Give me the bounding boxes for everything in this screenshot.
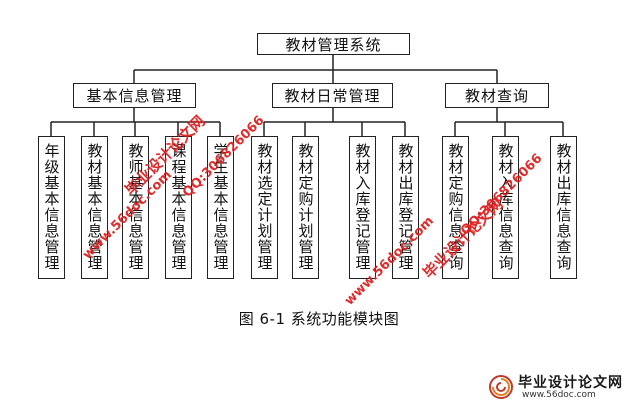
root-node-label: 教材管理系统 xyxy=(285,35,382,54)
leaf-node-purchase-query: 教材定购信息查询 xyxy=(442,136,469,279)
category-label: 教材查询 xyxy=(464,87,529,105)
leaf-node-stock-out-query: 教材出库信息查询 xyxy=(550,136,577,279)
leaf-node-textbook-info: 教材基本信息管理 xyxy=(81,136,108,279)
leaf-label: 教材定购计划管理 xyxy=(296,143,315,271)
category-node-basic-info: 基本信息管理 xyxy=(73,83,196,108)
leaf-node-selection-plan: 教材选定计划管理 xyxy=(251,136,278,279)
category-node-daily-management: 教材日常管理 xyxy=(272,83,393,108)
leaf-node-grade-info: 年级基本信息管理 xyxy=(38,136,65,279)
leaf-label: 教材出库信息查询 xyxy=(554,143,573,271)
category-label: 基本信息管理 xyxy=(86,87,183,105)
leaf-label: 学生基本信息管理 xyxy=(211,143,230,271)
leaf-node-stock-in-query: 教材入库信息查询 xyxy=(492,136,519,279)
leaf-label: 课程基本信息管理 xyxy=(169,143,188,271)
brand-url: www.56doc.com xyxy=(522,390,596,400)
leaf-label: 教材基本信息管理 xyxy=(85,143,104,271)
leaf-label: 教材出库登记管理 xyxy=(396,143,415,271)
brand-name: 毕业设计论文网 xyxy=(518,375,623,391)
leaf-node-stock-out: 教材出库登记管理 xyxy=(392,136,419,279)
leaf-node-course-info: 课程基本信息管理 xyxy=(165,136,192,279)
leaf-label: 教师基本信息管理 xyxy=(126,143,145,271)
brand-mark: 毕业设计论文网 www.56doc.com xyxy=(488,372,634,402)
leaf-label: 年级基本信息管理 xyxy=(42,143,61,271)
leaf-node-purchase-plan: 教材定购计划管理 xyxy=(292,136,319,279)
leaf-label: 教材入库登记管理 xyxy=(353,143,372,271)
root-node: 教材管理系统 xyxy=(257,33,410,55)
leaf-label: 教材选定计划管理 xyxy=(255,143,274,271)
figure-caption: 图 6-1 系统功能模块图 xyxy=(238,310,400,328)
leaf-node-stock-in: 教材入库登记管理 xyxy=(349,136,376,279)
leaf-node-teacher-info: 教师基本信息管理 xyxy=(122,136,149,279)
category-node-query: 教材查询 xyxy=(445,83,549,108)
leaf-label: 教材入库信息查询 xyxy=(496,143,515,271)
leaf-label: 教材定购信息查询 xyxy=(446,143,465,271)
category-label: 教材日常管理 xyxy=(284,87,381,105)
leaf-node-student-info: 学生基本信息管理 xyxy=(207,136,234,279)
spiral-logo-icon xyxy=(489,375,513,399)
